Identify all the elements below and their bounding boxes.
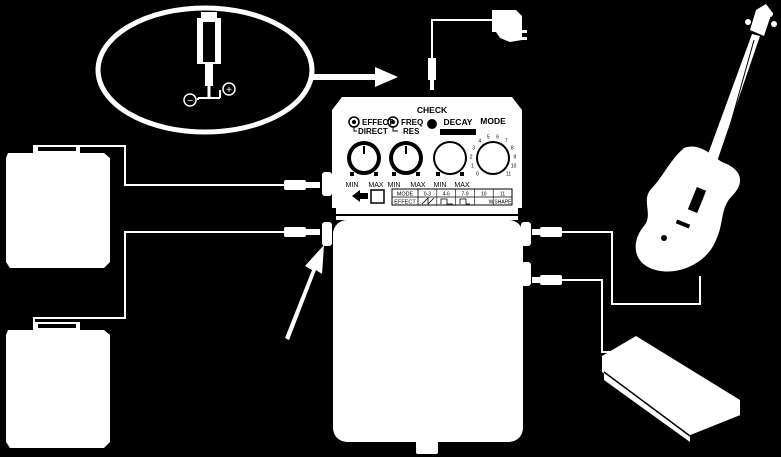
table-effect-header: EFFECT: [394, 200, 416, 206]
mode-scale-number: 3: [472, 146, 475, 152]
knob-3-min: MIN: [434, 182, 447, 189]
expression-cable: [560, 279, 610, 353]
mode-scale-number: 1: [471, 164, 474, 170]
table-mode-header: MODE: [397, 192, 414, 198]
switch-res-label: RES: [403, 127, 420, 136]
switch-direct-label: DIRECT: [358, 127, 388, 136]
decay-label: DECAY: [444, 117, 473, 127]
knob-1-min: MIN: [346, 182, 359, 189]
mode-scale-number: 6: [496, 135, 499, 141]
knob-3-max: MAX: [454, 182, 470, 189]
knob-1-max: MAX: [368, 182, 384, 189]
mode-scale-number: 8: [511, 146, 514, 152]
output-cables: [33, 145, 285, 330]
mode-scale-number: 4: [478, 138, 481, 144]
expression-pedal-icon: [602, 336, 741, 442]
pedal-icon: [322, 97, 531, 454]
mode-scale-number: 10: [511, 164, 517, 170]
waveform-icon: [421, 197, 435, 205]
arrow-icon: [352, 190, 368, 202]
arrow-icon: [312, 67, 398, 87]
input-plug: [532, 227, 562, 237]
mode-scale-number: 7: [505, 138, 508, 144]
switch-freq-label: FREQ: [401, 118, 423, 127]
arrow-icon: [285, 245, 324, 340]
check-label: CHECK: [417, 105, 448, 115]
adapter-plug-icon: [428, 10, 527, 90]
amplifier-icon: [6, 145, 110, 268]
check-led: [427, 119, 437, 129]
mode-table-col: 10: [481, 192, 487, 198]
switch-effect-label: EFFECT: [362, 118, 393, 127]
knob-2-min: MIN: [388, 182, 401, 189]
mode-table-col: 7-9: [461, 192, 468, 198]
output-plugs: [284, 180, 320, 237]
waveform-icon: [440, 198, 453, 205]
polarity-minus: −: [187, 96, 193, 107]
table-whshape: W.SHAPE: [489, 200, 512, 206]
amplifier-icon: [6, 322, 110, 448]
knob-2-max: MAX: [410, 182, 426, 189]
mode-table-col: 11: [500, 192, 505, 198]
mode-scale-number: 0: [476, 172, 479, 178]
mode-scale-number: 5: [487, 135, 490, 141]
control-panel: CHECK EFFECT DIRECT FREQ RES DECAY MODE …: [346, 105, 517, 206]
mode-table: 0-3 4-6 7-9 10 11: [421, 189, 505, 205]
expression-plug: [532, 275, 562, 285]
bass-guitar-icon: [635, 4, 777, 272]
mode-table-col: 0-3: [424, 192, 431, 198]
polarity-plus: +: [226, 85, 232, 96]
mode-table-col: 4-6: [443, 192, 450, 198]
input-cable: [560, 231, 701, 305]
mode-scale-number: 2: [470, 154, 473, 160]
waveform-icon: [459, 198, 470, 205]
mode-scale-number: 11: [506, 172, 511, 178]
mode-scale-number: 9: [514, 154, 517, 160]
polarity-diagram-icon: − +: [95, 5, 315, 135]
mode-label: MODE: [480, 116, 506, 126]
